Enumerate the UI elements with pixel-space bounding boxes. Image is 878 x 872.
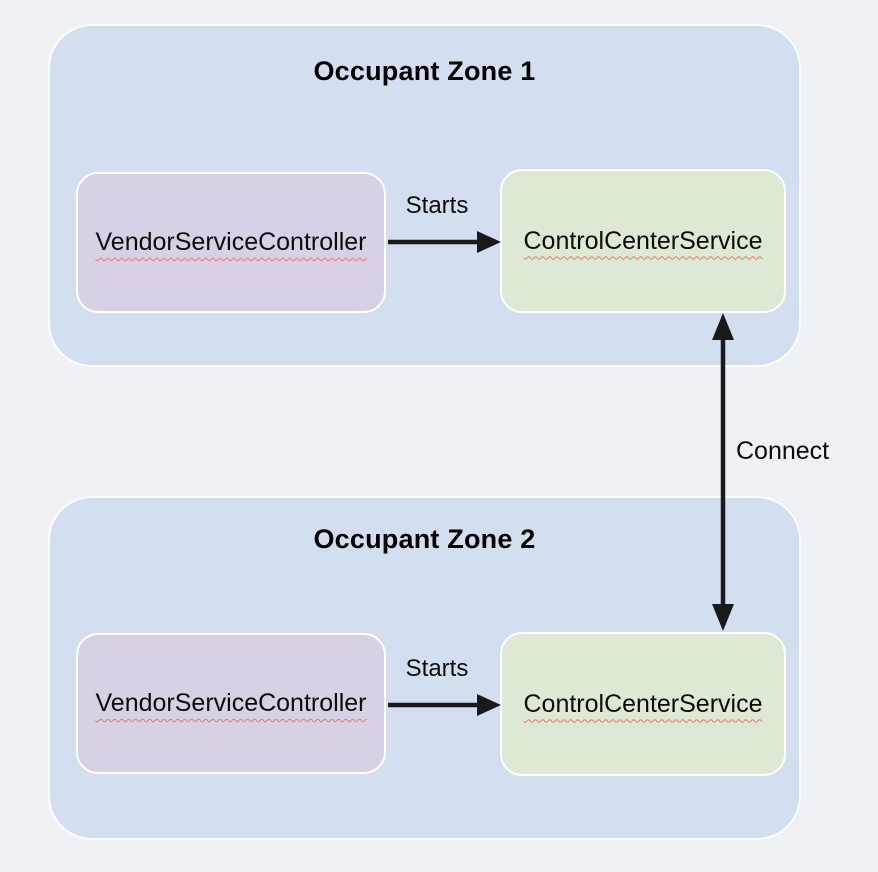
zone-1-title: Occupant Zone 1 — [313, 56, 536, 86]
node-control-center-service-zone2-label: ControlCenterService — [523, 689, 763, 718]
starts-edge-label-zone1: Starts — [405, 192, 469, 219]
node-vendor-service-controller-zone1: VendorServiceController — [76, 172, 386, 313]
starts-edge-label-zone2: Starts — [405, 655, 469, 682]
node-vendor-service-controller-zone2: VendorServiceController — [76, 633, 386, 774]
zone-2-title: Occupant Zone 2 — [313, 524, 536, 554]
node-control-center-service-zone1: ControlCenterService — [500, 169, 786, 313]
node-vendor-service-controller-zone1-label: VendorServiceController — [95, 228, 367, 256]
node-vendor-service-controller-zone2-label: VendorServiceController — [95, 689, 367, 717]
node-control-center-service-zone2: ControlCenterService — [500, 632, 786, 776]
node-control-center-service-zone1-label: ControlCenterService — [523, 226, 763, 255]
connect-edge-label: Connect — [736, 437, 830, 465]
